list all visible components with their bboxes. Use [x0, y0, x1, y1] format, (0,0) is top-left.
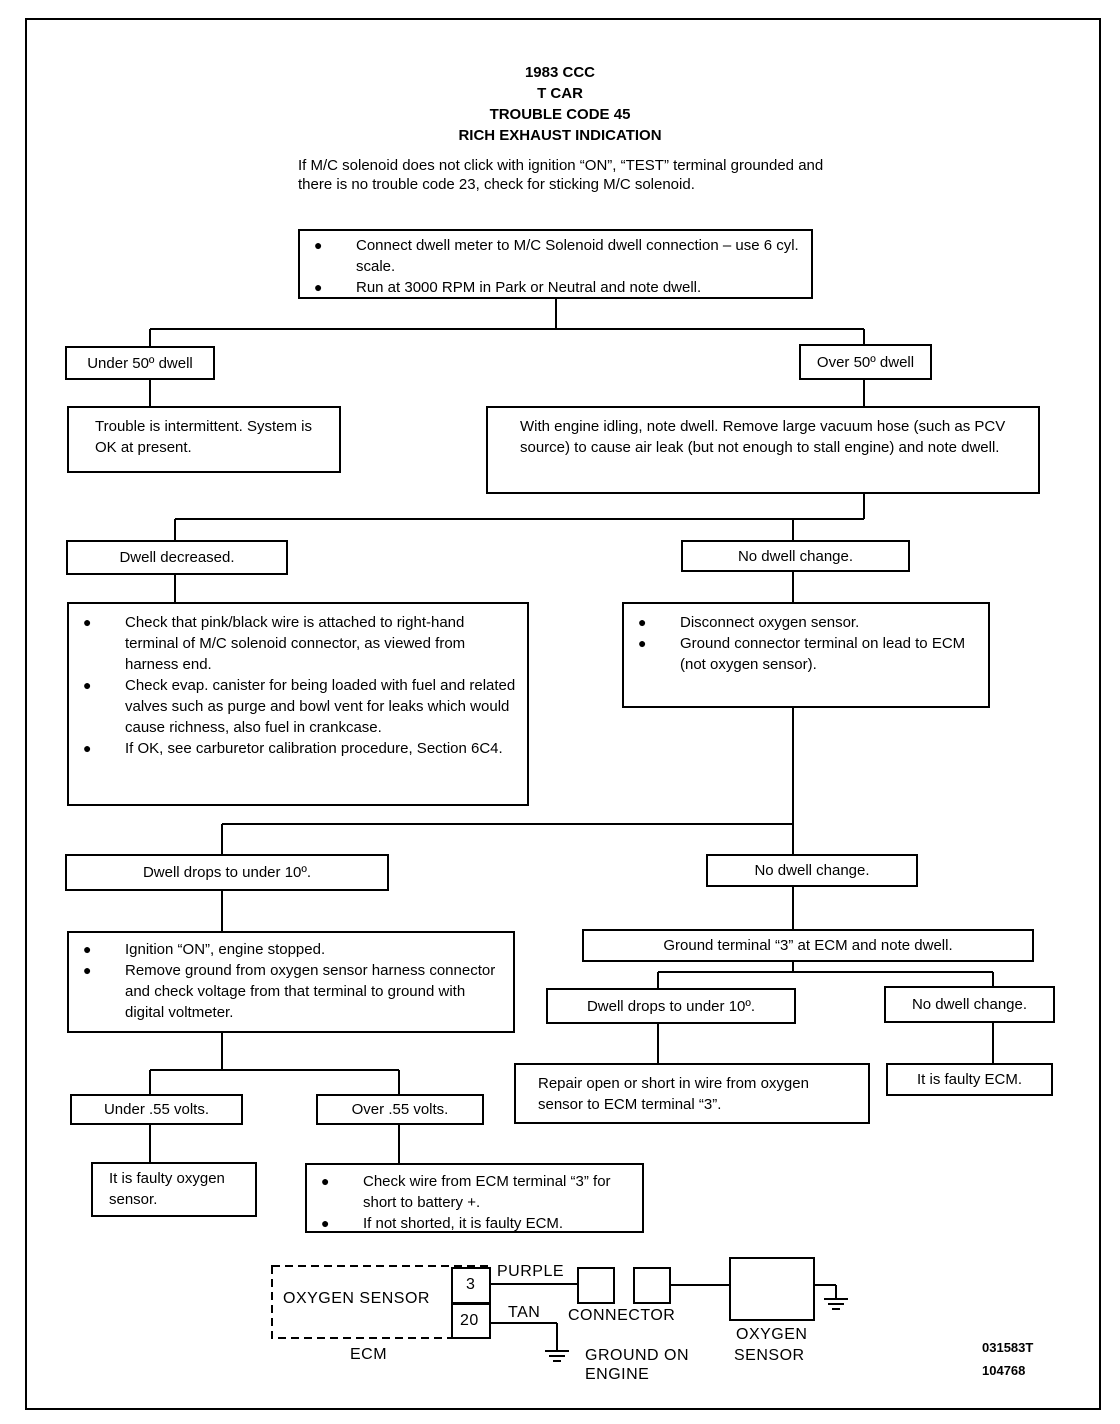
ground-terminal-3-label: Ground terminal “3” at ECM and note dwel…: [663, 937, 953, 954]
under-55-volts-label: Under .55 volts.: [103, 1101, 210, 1118]
figure-code-1: 031583T: [982, 1340, 1034, 1355]
dwell-drops-box-b: Dwell drops to under 10º.: [546, 988, 796, 1024]
dwell-decreased-label: Dwell decreased.: [119, 549, 235, 566]
dwell-drops-label-b: Dwell drops to under 10º.: [586, 997, 756, 1015]
over-50-dwell-box: Over 50º dwell: [799, 344, 932, 380]
no-dwell-change-label-2: No dwell change.: [754, 862, 870, 879]
ecm-label: ECM: [350, 1346, 388, 1363]
disconnect-bullet-1: Disconnect oxygen sensor.: [638, 612, 978, 633]
over-55-volts-box: Over .55 volts.: [316, 1094, 484, 1125]
title-line-1: 1983 CCC: [524, 64, 596, 81]
no-dwell-change-box-3: No dwell change.: [884, 986, 1055, 1023]
start-bullet-2: Run at 3000 RPM in Park or Neutral and n…: [314, 277, 801, 298]
ground-on-engine-label-2: ENGINE: [585, 1366, 650, 1383]
faulty-ecm-box: It is faulty ECM.: [886, 1063, 1053, 1096]
tan-wire-label: TAN: [508, 1304, 541, 1321]
no-dwell-change-label-1: No dwell change.: [737, 547, 854, 565]
intermittent-box: Trouble is intermittent. System is OK at…: [67, 406, 341, 473]
decreased-bullet-3: If OK, see carburetor calibration proced…: [83, 738, 517, 759]
faulty-oxygen-sensor-box: It is faulty oxygen sensor.: [91, 1162, 257, 1217]
under-55-volts-box: Under .55 volts.: [70, 1094, 243, 1125]
ignition-bullet-1: Ignition “ON”, engine stopped.: [83, 939, 503, 960]
over-50-dwell-label: Over 50º dwell: [816, 353, 915, 371]
check-wire-bullet-1: Check wire from ECM terminal “3” for sho…: [321, 1171, 632, 1213]
faulty-oxygen-sensor-text: It is faulty oxygen sensor.: [109, 1170, 225, 1208]
ecm-oxygen-sensor-label: OXYGEN SENSOR: [283, 1290, 430, 1307]
decreased-actions-box: Check that pink/black wire is attached t…: [67, 602, 529, 806]
check-wire-bullet-2: If not shorted, it is faulty ECM.: [321, 1213, 632, 1234]
ground-on-engine-label-1: GROUND ON: [585, 1347, 690, 1364]
faulty-ecm-label: It is faulty ECM.: [916, 1071, 1023, 1088]
wiring-diagram: [271, 1257, 848, 1362]
ignition-on-box: Ignition “ON”, engine stopped. Remove gr…: [67, 931, 515, 1033]
dwell-drops-box-a: Dwell drops to under 10º.: [65, 854, 389, 891]
repair-box: Repair open or short in wire from oxygen…: [514, 1063, 870, 1124]
under-50-dwell-label: Under 50º dwell: [87, 354, 193, 372]
decreased-bullet-2: Check evap. canister for being loaded wi…: [83, 675, 517, 738]
pin-3-label: 3: [466, 1276, 476, 1293]
title-line-4: RICH EXHAUST INDICATION: [458, 127, 662, 144]
no-dwell-change-label-3: No dwell change.: [911, 996, 1028, 1013]
dwell-drops-label-a: Dwell drops to under 10º.: [142, 864, 312, 881]
title-line-2: T CAR: [537, 85, 583, 102]
oxygen-sensor-label-2: SENSOR: [734, 1347, 805, 1364]
oxygen-sensor-label-1: OXYGEN: [736, 1326, 808, 1343]
disconnect-sensor-box: Disconnect oxygen sensor. Ground connect…: [622, 602, 990, 708]
decreased-bullet-1: Check that pink/black wire is attached t…: [83, 612, 517, 675]
idle-check-box: With engine idling, note dwell. Remove l…: [486, 406, 1040, 494]
start-bullet-1: Connect dwell meter to M/C Solenoid dwel…: [314, 235, 801, 277]
no-dwell-change-box-1: No dwell change.: [681, 540, 910, 572]
dwell-decreased-box: Dwell decreased.: [66, 540, 288, 575]
disconnect-bullet-2: Ground connector terminal on lead to ECM…: [638, 633, 978, 675]
no-dwell-change-box-2: No dwell change.: [706, 854, 918, 887]
figure-code-2: 104768: [982, 1363, 1026, 1378]
connector-label: CONNECTOR: [568, 1307, 676, 1324]
repair-text: Repair open or short in wire from oxygen…: [538, 1075, 809, 1113]
idle-check-text: With engine idling, note dwell. Remove l…: [520, 418, 1006, 456]
intro-text: If M/C solenoid does not click with igni…: [298, 157, 824, 193]
check-wire-box: Check wire from ECM terminal “3” for sho…: [305, 1163, 644, 1234]
pin-20-label: 20: [460, 1312, 479, 1329]
start-step-box: Connect dwell meter to M/C Solenoid dwel…: [298, 229, 813, 299]
page-frame: [25, 18, 1101, 1410]
ground-terminal-3-box: Ground terminal “3” at ECM and note dwel…: [582, 929, 1034, 962]
intermittent-text: Trouble is intermittent. System is OK at…: [95, 418, 313, 456]
over-55-volts-label: Over .55 volts.: [351, 1101, 449, 1118]
title-line-3: TROUBLE CODE 45: [489, 106, 631, 123]
under-50-dwell-box: Under 50º dwell: [65, 346, 215, 380]
ignition-bullet-2: Remove ground from oxygen sensor harness…: [83, 960, 503, 1023]
purple-wire-label: PURPLE: [497, 1263, 565, 1280]
